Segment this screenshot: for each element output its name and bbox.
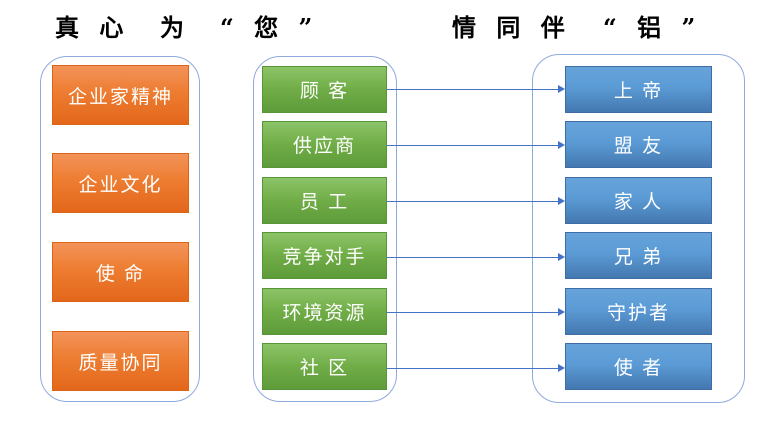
role-item: 上 帝 — [565, 66, 712, 113]
stakeholder-item: 社 区 — [262, 343, 387, 390]
connector-arrow-right-icon — [387, 141, 565, 150]
stakeholder-item: 竞争对手 — [262, 232, 387, 279]
values-item: 质量协同 — [52, 331, 189, 391]
stakeholders-group-container: 顾 客 供应商 员 工 竞争对手 环境资源 社 区 — [253, 56, 397, 402]
role-item: 兄 弟 — [565, 232, 712, 279]
role-item: 使 者 — [565, 343, 712, 390]
values-group-container: 企业家精神 企业文化 使 命 质量协同 — [40, 56, 200, 402]
title-segment: “ 您 ” — [220, 13, 318, 42]
connector-arrow-right-icon — [387, 364, 565, 373]
connector-arrow-right-icon — [387, 253, 565, 262]
title-segment: 情 同 伴 — [452, 13, 570, 42]
stakeholder-item: 员 工 — [262, 177, 387, 224]
connector-arrow-right-icon — [387, 85, 565, 94]
values-item: 使 命 — [52, 242, 189, 302]
title-segment: 真 心 — [55, 13, 129, 42]
stakeholder-item: 供应商 — [262, 121, 387, 168]
title-segment: “ 铝 ” — [603, 13, 701, 42]
stakeholder-item: 顾 客 — [262, 66, 387, 113]
connector-arrow-right-icon — [387, 197, 565, 206]
role-item: 盟 友 — [565, 121, 712, 168]
connector-arrow-right-icon — [387, 308, 565, 317]
stakeholder-item: 环境资源 — [262, 288, 387, 335]
values-item: 企业文化 — [52, 153, 189, 213]
title-segment: 为 — [160, 13, 189, 42]
roles-group-container: 上 帝 盟 友 家 人 兄 弟 守护者 使 者 — [532, 54, 745, 403]
role-item: 家 人 — [565, 177, 712, 224]
role-item: 守护者 — [565, 288, 712, 335]
values-item: 企业家精神 — [52, 65, 189, 125]
